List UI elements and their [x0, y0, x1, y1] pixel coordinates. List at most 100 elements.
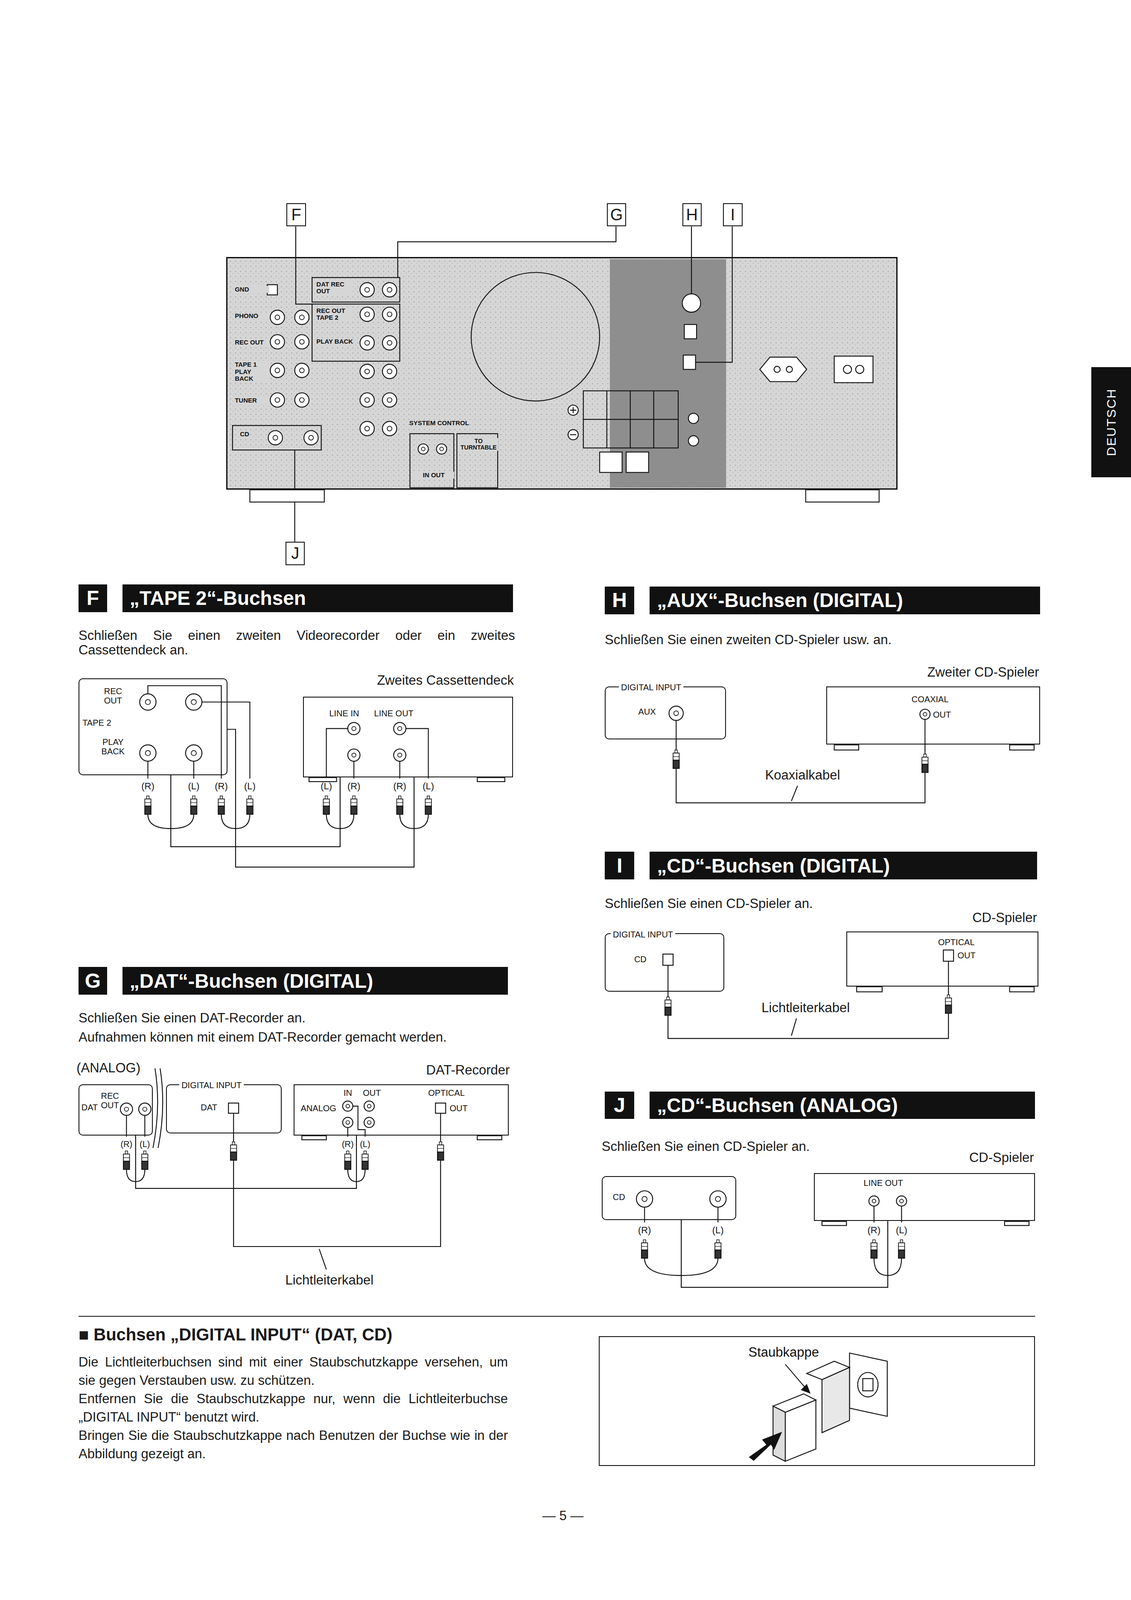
dat-wiring: [364, 1116, 375, 1128]
description: Aufnahmen können mit einem DAT-Recorder …: [78, 1029, 518, 1045]
dust-cap-illustration: [857, 1372, 879, 1397]
jack-label: DIGITAL INPUT: [618, 682, 684, 692]
rear-panel-illustration: [774, 366, 781, 373]
jack-label: LINE IN: [329, 708, 359, 718]
dat-wiring: [120, 1068, 502, 1270]
tape2-wiring: [147, 813, 194, 828]
rear-panel-illustration: [418, 443, 429, 455]
aux-wiring: [669, 705, 684, 720]
rear-panel-illustration: [268, 430, 283, 445]
jack-label: OPTICAL: [428, 1087, 465, 1098]
tape2-wiring: [193, 760, 195, 779]
jack-label: TUNER: [234, 396, 270, 405]
figure-label: Staubkappe: [748, 1344, 820, 1360]
tape2-wiring: [399, 813, 429, 828]
aux-wiring: [669, 705, 1035, 801]
jack-label: IN OUT: [413, 471, 455, 479]
rear-panel-illustration: [599, 451, 623, 473]
tape2-wiring: [139, 685, 505, 829]
callout-letter: G: [610, 206, 624, 223]
rear-panel-illustration: [360, 421, 375, 436]
cable-connector: [667, 986, 949, 1039]
dat-wiring: [347, 1168, 366, 1182]
dat-wiring: [152, 1068, 158, 1148]
rear-panel-illustration: [270, 334, 285, 349]
jack-label: DAT: [200, 1102, 218, 1112]
rear-panel-illustration: [295, 256, 312, 304]
cd-digital-wiring: [791, 1018, 797, 1036]
rear-panel-illustration: [695, 256, 733, 362]
tape2-wiring: [185, 744, 202, 761]
tape2-wiring: [326, 728, 348, 779]
section-letter: G: [84, 970, 101, 992]
tape2-wiring: [477, 777, 505, 782]
section-letter-box: F: [78, 584, 108, 613]
device-box: Zweites CassettendeckLINE INLINE OUT: [303, 696, 514, 778]
rear-panel-illustration: [294, 310, 309, 325]
page-number: — 5 —: [521, 1508, 604, 1523]
cd-analog-wiring: [714, 1239, 721, 1258]
channel-label: (L): [707, 1224, 729, 1236]
jack-label: OUT: [449, 1103, 468, 1113]
section-heading-bar: „CD“-Buchsen (ANALOG): [649, 1091, 1035, 1120]
rear-panel-illustration: [382, 306, 397, 321]
note-paragraph: Entfernen Sie die Staubschutzkappe nur, …: [78, 1389, 508, 1426]
section-heading-bar: „CD“-Buchsen (DIGITAL): [649, 851, 1038, 880]
rear-panel-illustration: [855, 365, 864, 374]
channel-label: (R): [137, 781, 159, 792]
note-paragraph: Bringen Sie die Staubschutzkappe nach Be…: [78, 1425, 508, 1463]
rear-panel-illustration: [570, 407, 577, 414]
section-heading: „TAPE 2“-Buchsen: [129, 588, 307, 608]
rear-panel-illustration: [805, 489, 880, 502]
note-text-block: Die Lichtleiterbuchsen sind mit einer St…: [78, 1352, 508, 1463]
tape2-wiring: [347, 748, 361, 761]
device-name: Zweiter CD-Spieler: [827, 664, 1040, 680]
tape2-wiring: [399, 760, 401, 779]
rear-panel-illustration: [568, 429, 579, 440]
dust-cap-illustration: [749, 1352, 888, 1461]
cd-analog-wiring: [641, 1239, 648, 1258]
tape2-wiring: [201, 702, 250, 779]
channel-label: (R): [389, 781, 411, 792]
dust-cap-illustration: [862, 1378, 874, 1391]
device-box: CD-SpielerOPTICALOUT: [846, 931, 1038, 987]
cable-name: Lichtleiterkabel: [268, 1272, 391, 1288]
tape2-wiring: [347, 722, 361, 735]
cable-connector: [397, 226, 616, 257]
rear-panel-illustration: [382, 392, 397, 407]
dat-wiring: [125, 1115, 127, 1137]
cd-digital-wiring: [667, 964, 669, 992]
channel-label: (L): [418, 781, 439, 792]
dat-wiring: [342, 1116, 353, 1128]
rear-panel-illustration: [568, 405, 579, 416]
cd-analog-wiring: [873, 1205, 875, 1222]
channel-label: (R): [343, 781, 365, 792]
section-letter: J: [613, 1094, 626, 1116]
dust-cap-illustration: [806, 1361, 850, 1380]
rear-panel-illustration: [360, 335, 375, 350]
tape2-wiring: [396, 795, 403, 814]
rear-panel-illustration: [360, 392, 375, 407]
jack-label: PLAY BACK: [98, 737, 128, 756]
cd-digital-wiring: [662, 949, 1035, 1036]
rear-panel-illustration: [232, 425, 322, 450]
jack-panel: DIGITAL INPUTDAT: [166, 1084, 282, 1134]
dat-wiring: [126, 1168, 145, 1182]
note-heading: ■ Buchsen „DIGITAL INPUT“ (DAT, CD): [78, 1324, 393, 1344]
callout-letter: H: [686, 206, 698, 223]
tape2-wiring: [221, 813, 251, 828]
dust-cap-illustration: [801, 1384, 810, 1393]
separator-rule: [78, 1315, 1035, 1317]
rear-panel-illustration: [457, 433, 499, 488]
jack-label: TO TURNTABLE: [459, 437, 499, 452]
channel-label: (R): [118, 1139, 135, 1149]
dat-wiring: [233, 1113, 234, 1134]
rear-panel-illustration: [843, 365, 852, 374]
channel-label: (R): [339, 1139, 356, 1149]
jack-label: LINE OUT: [374, 708, 414, 718]
rear-panel-illustration: [834, 355, 874, 383]
dat-wiring: [344, 1150, 351, 1169]
cd-digital-wiring: [947, 961, 949, 987]
cable-connector: [170, 775, 341, 847]
